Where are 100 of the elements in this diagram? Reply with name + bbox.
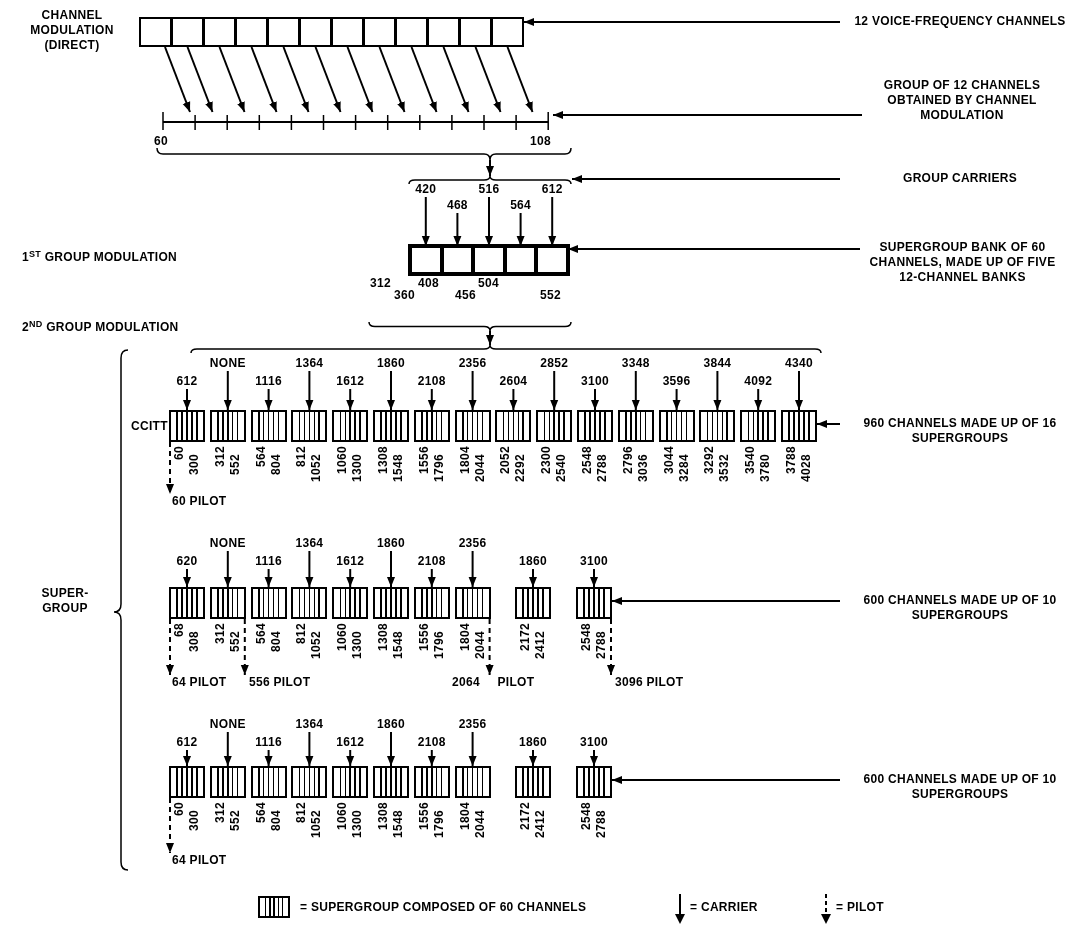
arrow bbox=[672, 388, 681, 411]
band-edge-frequency: 1300 bbox=[351, 454, 365, 482]
brace bbox=[190, 345, 822, 353]
carrier-frequency: 2108 bbox=[407, 554, 456, 569]
band-edge-frequency: 1308 bbox=[377, 623, 390, 651]
leader-arrow bbox=[552, 111, 863, 119]
channel-box bbox=[235, 17, 268, 47]
band-edge-frequency: 2044 bbox=[473, 454, 487, 482]
carrier-frequency: 612 bbox=[163, 735, 211, 750]
pilot-label: 60 PILOT bbox=[163, 494, 243, 509]
callout-text: 600 CHANNELS MADE UP OF 10 SUPERGROUPS bbox=[840, 772, 1080, 802]
supergroup-box bbox=[291, 410, 328, 442]
arrow bbox=[183, 749, 191, 767]
supergroup-box bbox=[454, 410, 491, 442]
arrow bbox=[442, 46, 470, 113]
channel-box bbox=[331, 17, 364, 47]
supergroup-box bbox=[373, 410, 409, 442]
channel-bank-cell bbox=[473, 246, 505, 274]
band-edge-frequency: 1548 bbox=[392, 631, 405, 659]
band-edge-frequency: 2412 bbox=[534, 631, 547, 659]
leader-arrow bbox=[567, 245, 861, 253]
band-edge-frequency: 68 bbox=[173, 623, 186, 637]
leader-arrow bbox=[571, 175, 841, 183]
arrow bbox=[346, 749, 355, 767]
supergroup-box bbox=[291, 587, 328, 619]
band-edge-frequency: 2548 bbox=[580, 802, 593, 830]
band-edge-frequency: 1804 bbox=[458, 802, 472, 830]
band-edge-frequency: 1556 bbox=[417, 623, 431, 651]
arrow bbox=[264, 749, 273, 767]
arrow bbox=[387, 731, 395, 767]
callout-text: SUPERGROUP BANK OF 60 CHANNELS, MADE UP OF FIVE 12-CHANNEL BANKS bbox=[860, 240, 1065, 285]
carrier-frequency: 3100 bbox=[570, 554, 618, 569]
pilot-label: 64 PILOT bbox=[163, 853, 243, 868]
band-edge-frequency: 3044 bbox=[662, 446, 676, 474]
band-edge-frequency: 3292 bbox=[703, 446, 717, 474]
band-edge-frequency: 3284 bbox=[677, 454, 691, 482]
supergroup-box bbox=[576, 766, 612, 798]
band-edge-frequency: 3532 bbox=[718, 454, 732, 482]
carrier-frequency: 3844 bbox=[693, 356, 742, 371]
band-edge-frequency: 2172 bbox=[519, 802, 532, 830]
dashed-arrow bbox=[607, 618, 615, 676]
band-edge-frequency: 1796 bbox=[432, 631, 446, 659]
supergroup-box bbox=[699, 410, 736, 442]
brace bbox=[156, 148, 572, 160]
stage-label: 2$^{ND}$ GROUP MODULATION bbox=[22, 320, 180, 335]
supergroup-box bbox=[169, 410, 205, 442]
band-edge-frequency: 564 bbox=[254, 802, 268, 823]
carrier-frequency: 1860 bbox=[367, 356, 415, 371]
band-edge-frequency: 3036 bbox=[636, 454, 650, 482]
band-edge-frequency: 1300 bbox=[351, 810, 365, 838]
carrier-frequency: 1860 bbox=[509, 554, 557, 569]
leader-arrow bbox=[611, 597, 841, 605]
supergroup-box bbox=[413, 410, 450, 442]
band-edge-frequency: 1796 bbox=[432, 810, 446, 838]
band-edge-frequency: 1556 bbox=[417, 446, 431, 474]
leader-arrow bbox=[523, 18, 841, 26]
band-edge-frequency: 312 bbox=[213, 802, 227, 823]
carrier-frequency: 1612 bbox=[326, 374, 375, 389]
arrow bbox=[346, 46, 374, 113]
supergroup-box bbox=[515, 587, 551, 619]
band-edge-frequency: 60 bbox=[154, 134, 168, 149]
arrow bbox=[468, 550, 477, 588]
supergroup-box bbox=[291, 766, 328, 798]
channel-box bbox=[459, 17, 492, 47]
band-edge-frequency: 300 bbox=[188, 810, 201, 831]
arrow bbox=[591, 388, 599, 411]
supergroup-box bbox=[454, 587, 491, 619]
callout-text: 12 VOICE-FREQUENCY CHANNELS bbox=[840, 14, 1080, 29]
arrow bbox=[250, 46, 278, 113]
arrow bbox=[468, 731, 477, 767]
band-edge-frequency: 812 bbox=[295, 623, 309, 644]
band-edge-frequency: 1052 bbox=[310, 810, 324, 838]
carrier-frequency: 612 bbox=[536, 182, 569, 197]
carrier-frequency: 1116 bbox=[244, 554, 293, 569]
callout-text: 960 CHANNELS MADE UP OF 16 SUPERGROUPS bbox=[840, 416, 1080, 446]
arrow bbox=[529, 568, 537, 588]
channel-bank-cell bbox=[441, 246, 474, 274]
pilot-label: 3096 PILOT bbox=[606, 675, 686, 690]
pilot-label: 556 PILOT bbox=[240, 675, 320, 690]
stage-label: SUPER- GROUP bbox=[40, 586, 90, 616]
band-edge-frequency: 804 bbox=[269, 631, 283, 652]
supergroup-box bbox=[536, 410, 573, 442]
arrow bbox=[795, 370, 803, 411]
arrow bbox=[183, 388, 191, 411]
arrow bbox=[264, 388, 273, 411]
arrow bbox=[713, 370, 722, 411]
dashed-arrow bbox=[240, 618, 249, 676]
carrier-frequency: 420 bbox=[409, 182, 442, 197]
carrier-frequency: NONE bbox=[203, 536, 252, 551]
callout-text: 600 CHANNELS MADE UP OF 10 SUPERGROUPS bbox=[840, 593, 1080, 623]
brace bbox=[368, 322, 572, 331]
band-edge-frequency: 360 bbox=[394, 288, 415, 303]
channel-bank-cell bbox=[504, 246, 537, 274]
supergroup-box bbox=[413, 587, 450, 619]
channel-box bbox=[267, 17, 300, 47]
supergroup-bank-box bbox=[410, 246, 568, 274]
arrow bbox=[387, 370, 395, 411]
arrow bbox=[427, 749, 436, 767]
arrow bbox=[305, 731, 314, 767]
carrier-frequency: 620 bbox=[163, 554, 211, 569]
